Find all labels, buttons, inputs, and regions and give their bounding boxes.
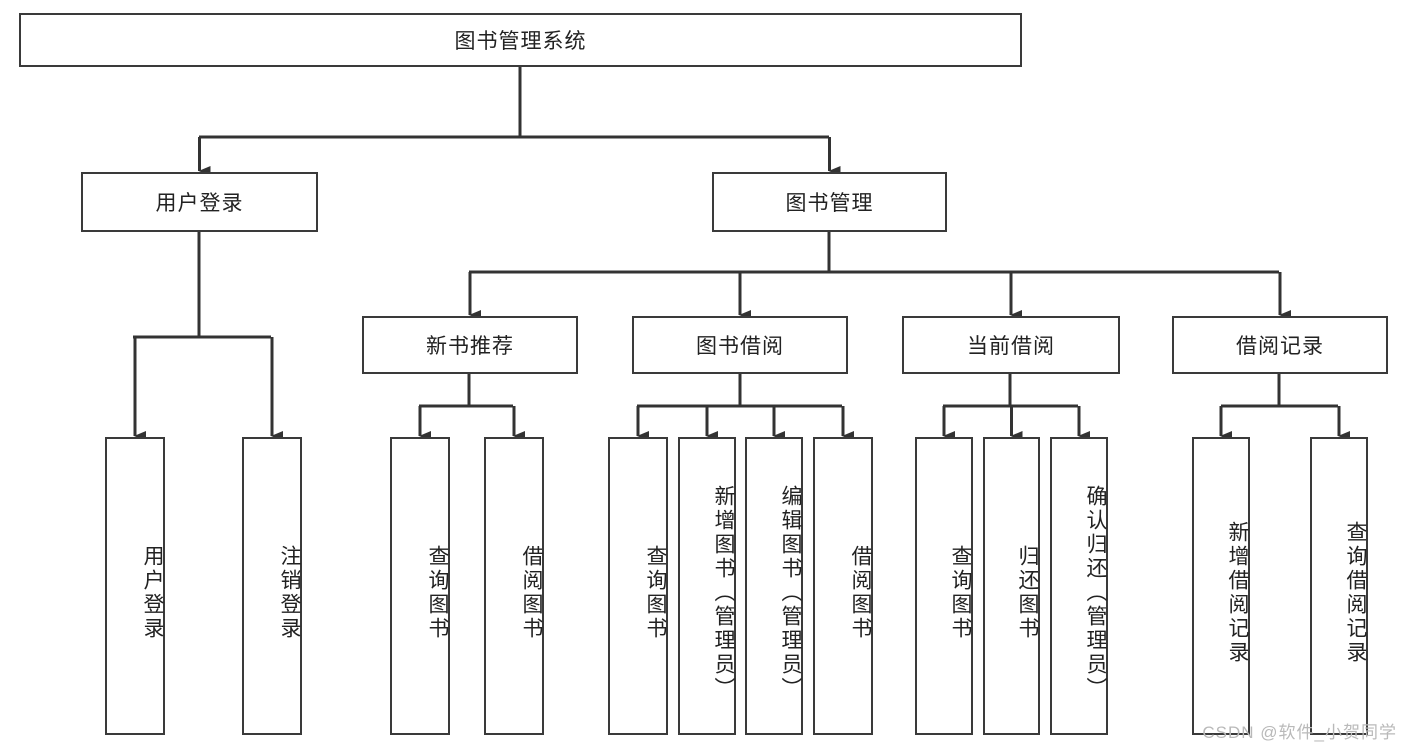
node-label: 查询图书 xyxy=(426,545,449,641)
node-label: 注销登录 xyxy=(278,545,301,641)
node-l1_1[interactable]: 图书管理 xyxy=(712,172,947,232)
node-label: 编辑图书（管理员） xyxy=(779,485,802,701)
node-l2_3[interactable]: 借阅记录 xyxy=(1172,316,1388,374)
node-label: 查询图书 xyxy=(949,545,972,641)
node-l2_0[interactable]: 新书推荐 xyxy=(362,316,578,374)
node-leaf_4[interactable]: 查询图书 xyxy=(608,437,668,735)
node-label: 当前借阅 xyxy=(967,335,1055,358)
node-label: 图书管理 xyxy=(785,192,874,215)
node-leaf_11[interactable]: 新增借阅记录 xyxy=(1192,437,1250,735)
node-leaf_7[interactable]: 借阅图书 xyxy=(813,437,873,735)
node-leaf_6[interactable]: 编辑图书（管理员） xyxy=(745,437,803,735)
node-l1_0[interactable]: 用户登录 xyxy=(81,172,318,232)
node-label: 用户登录 xyxy=(155,192,244,215)
node-leaf_10[interactable]: 确认归还（管理员） xyxy=(1050,437,1108,735)
node-leaf_1[interactable]: 注销登录 xyxy=(242,437,302,735)
node-label: 新增借阅记录 xyxy=(1226,521,1249,665)
node-label: 借阅图书 xyxy=(520,545,543,641)
node-leaf_9[interactable]: 归还图书 xyxy=(983,437,1040,735)
node-leaf_5[interactable]: 新增图书（管理员） xyxy=(678,437,736,735)
node-label: 用户登录 xyxy=(141,545,164,641)
node-label: 查询借阅记录 xyxy=(1344,521,1367,665)
node-label: 借阅图书 xyxy=(849,545,872,641)
node-label: 新书推荐 xyxy=(426,335,514,358)
node-label: 图书管理系统 xyxy=(454,30,587,53)
node-label: 归还图书 xyxy=(1016,545,1039,641)
node-root[interactable]: 图书管理系统 xyxy=(19,13,1022,67)
node-label: 确认归还（管理员） xyxy=(1084,485,1107,701)
node-label: 借阅记录 xyxy=(1236,335,1324,358)
node-label: 查询图书 xyxy=(644,545,667,641)
node-label: 新增图书（管理员） xyxy=(712,485,735,701)
node-leaf_2[interactable]: 查询图书 xyxy=(390,437,450,735)
node-leaf_0[interactable]: 用户登录 xyxy=(105,437,165,735)
node-leaf_8[interactable]: 查询图书 xyxy=(915,437,973,735)
node-label: 图书借阅 xyxy=(696,335,784,358)
node-l2_1[interactable]: 图书借阅 xyxy=(632,316,848,374)
node-leaf_12[interactable]: 查询借阅记录 xyxy=(1310,437,1368,735)
node-leaf_3[interactable]: 借阅图书 xyxy=(484,437,544,735)
node-l2_2[interactable]: 当前借阅 xyxy=(902,316,1120,374)
